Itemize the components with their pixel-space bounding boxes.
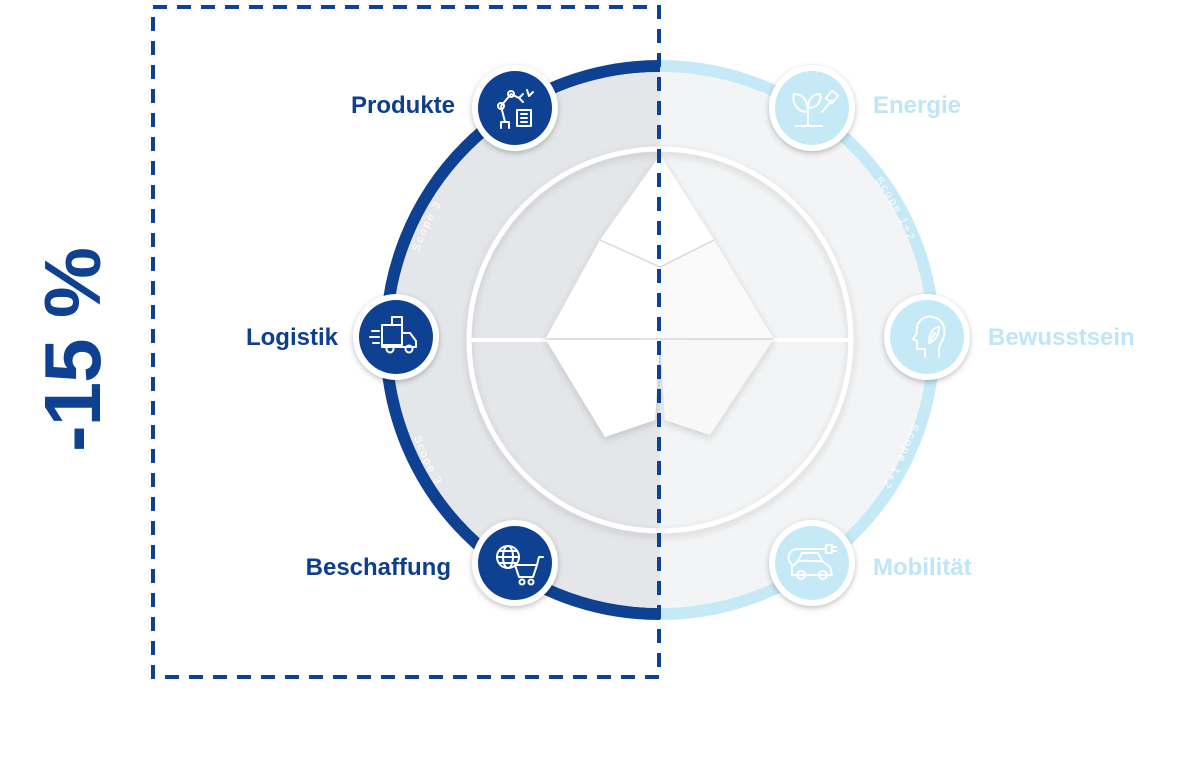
label-mobilitaet: Mobilität [873,554,972,581]
mobilitaet-node [769,520,855,606]
reduction-percentage: -15 % [28,248,117,452]
factory-robot-icon [497,89,534,129]
crystal-shape [546,155,773,437]
produkte-node [472,65,558,151]
beschaffung-node [472,520,558,606]
label-energie: Energie [873,92,962,119]
label-produkte: Produkte [350,92,455,119]
bewusstsein-node [884,294,970,380]
label-logistik: Logistik [245,324,338,351]
energie-node [769,65,855,151]
label-bewusstsein: Bewusstsein [988,324,1135,351]
delivery-truck-icon [369,316,417,354]
logistik-node [353,294,439,380]
globe-cart-icon [496,545,544,586]
head-leaf-icon [912,315,946,358]
electric-car-icon [787,544,837,580]
highlight-dashed-box [151,5,661,679]
plant-plug-icon [792,89,840,127]
label-beschaffung: Beschaffung [305,554,451,581]
